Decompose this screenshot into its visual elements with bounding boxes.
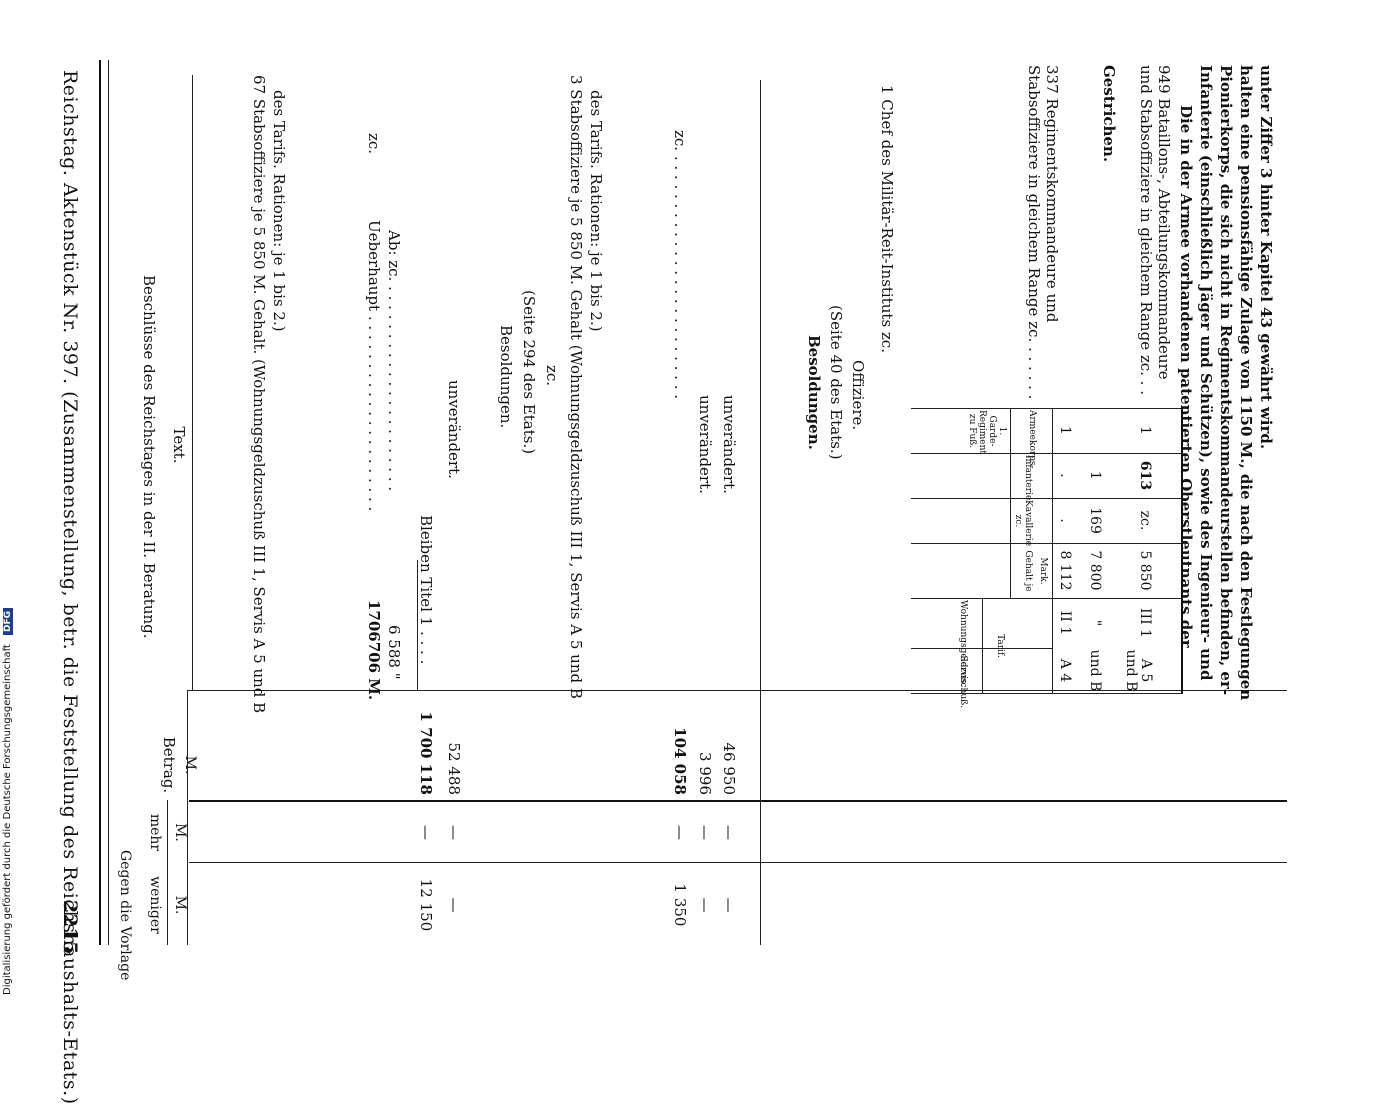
row-bleiben-mehr: — <box>417 825 435 840</box>
lower-table-head-infanterie: Infanterie. <box>1023 455 1033 504</box>
lower-table-head-tarif: Tarif. <box>995 634 1005 658</box>
lower-table-head-wohnung: Wohnungsgeldzuschuß. <box>958 600 968 709</box>
lower-table-head-servis: Servis. <box>958 655 968 687</box>
row-unv2-mehr: — <box>696 825 714 840</box>
row-bleiben: Bleiben Titel 1 . . . . <box>417 515 435 665</box>
col-text-sub: Text. <box>170 426 188 464</box>
row-unv3-weniger: — <box>720 897 738 913</box>
row-bes1-title: Besoldungen. <box>497 325 515 429</box>
row-unv1-betrag: 52 488 <box>445 742 463 796</box>
row-949-label: 949 Bataillons-, Abteilungskommandeure u… <box>1137 65 1173 395</box>
lower-table-head-garde: 1. Garde-Regiment zu Fuß. <box>967 410 1007 455</box>
note-line-4: halten eine pensionsfähige Zulage von 11… <box>1237 65 1255 701</box>
vorlage-rule <box>167 800 168 945</box>
col-mehr-currency: M. <box>172 823 188 842</box>
column-divider-betrag <box>189 800 1287 802</box>
header-rule <box>99 60 101 945</box>
row-bleiben-weniger: 12 150 <box>417 878 435 932</box>
col-text-heading: Beschlüsse des Reichstages in der II. Be… <box>140 275 158 639</box>
lt-r3-c5: III 1 <box>1137 608 1153 638</box>
col-weniger-heading: weniger <box>147 876 163 934</box>
row-zc2-mehr: — <box>671 825 689 840</box>
note-line-2: Infanterie (einschließlich Jäger und Sch… <box>1197 65 1215 681</box>
row-ueberhaupt-amount: 1706706 M. <box>365 600 383 701</box>
lt-r1-c4: 8 112 <box>1057 550 1073 591</box>
gestrichen-label: Gestrichen. <box>1100 65 1118 163</box>
digitization-stamp: Digitalisierung gefördert durch die Deut… <box>2 605 18 995</box>
dfg-logo: DFG <box>3 607 13 635</box>
lt-r3-c4: 5 850 <box>1137 550 1153 591</box>
row-bes2-title: Besoldungen. <box>805 335 823 450</box>
lower-table: 1. Garde-Regiment zu Fuß. Armeekorps. In… <box>911 408 1183 709</box>
row-unv1: unverändert. <box>445 380 463 479</box>
row-bes1-zc: zc. <box>543 365 561 387</box>
page-number: 2215 <box>59 900 81 955</box>
row-zc2: zc. . . . . . . . . . . . . . . . . . . … <box>671 130 689 400</box>
lt-r3-c1: 1 <box>1137 426 1153 435</box>
row-337-label: 337 Regimentskommandeure und Stabsoffizi… <box>1025 65 1061 400</box>
lower-table-head-mark: Mark. <box>1038 557 1048 585</box>
col-vorlage-heading: Gegen die Vorlage <box>117 850 133 981</box>
note-line-5: unter Ziffer 3 hinter Kapitel 43 gewährt… <box>1257 65 1275 450</box>
lt-r1-c5: II 1 <box>1057 610 1073 636</box>
lower-table-head-gehalt: Gehalt je <box>1023 550 1033 592</box>
row-1-chef: 1 Chef des Militär-Reit-Instituts zc. <box>878 85 896 353</box>
lt-r3-c6: A 5 und B <box>1123 649 1154 692</box>
row-zc2-betrag: 104 058 <box>671 727 689 795</box>
row-unv1-weniger: — <box>445 897 463 913</box>
lt-r1-c3: . <box>1057 518 1073 523</box>
row-bes2-page: (Seite 40 des Etats.) <box>827 305 845 460</box>
row-unv2-weniger: — <box>696 897 714 913</box>
column-rule-top-left <box>192 75 193 690</box>
note-line-1: Die in der Armee vorhandenen patentierte… <box>1177 105 1195 648</box>
lt-r2-c6: und B <box>1087 649 1103 692</box>
col-mehr-heading: mehr <box>147 813 163 852</box>
row-bleiben-betrag: 1 700 118 <box>417 711 435 795</box>
row-bes2-sub: Offiziere. <box>849 360 867 431</box>
row-unv1-mehr: — <box>445 825 463 840</box>
lt-r2-c3: 169 <box>1087 507 1103 534</box>
lt-r3-c3: zc. <box>1137 510 1153 531</box>
row-unv3-betrag: 46 950 <box>720 742 738 796</box>
lt-r1-c2: . <box>1057 473 1073 478</box>
row-3-line2: des Tarifs. Rationen: je 1 bis 2.) <box>587 90 605 332</box>
row-67-line2: des Tarifs. Rationen: je 1 bis 2.) <box>270 90 288 332</box>
row-unv3: unverändert. <box>720 395 738 494</box>
row-zc2-weniger: 1 350 <box>671 883 689 927</box>
header-rule-thin <box>108 60 109 945</box>
lower-table-head-kavallerie: Kavallerie zc. <box>1013 500 1033 547</box>
row-ab: Ab: zc. . . . . . . . . . . . . . . . . … <box>385 230 403 492</box>
lt-r1-c1: 1 <box>1057 426 1073 435</box>
lt-r2-c4: 7 800 <box>1087 550 1103 591</box>
row-ueberhaupt: Ueberhaupt . . . . . . . . . . . . . . .… <box>365 220 383 512</box>
lt-r3-c2: 613 <box>1137 460 1153 491</box>
row-3-line1: 3 Stabsoffiziere je 5 850 M. Gehalt (Woh… <box>567 75 585 699</box>
row-ab-amount: 6 588 " <box>385 625 403 680</box>
column-divider-mehr <box>189 862 1287 863</box>
row-unv3-mehr: — <box>720 825 738 840</box>
note-line-3: Pionierkorps, die sich nicht in Regiment… <box>1217 65 1235 696</box>
row-zc1: zc. <box>365 133 383 155</box>
section-rule <box>760 80 761 945</box>
row-unv2: unverändert. <box>696 395 714 494</box>
col-weniger-currency: M. <box>172 895 188 915</box>
row-67-line1: 67 Stabsoffiziere je 5 850 M. Gehalt. (W… <box>250 75 268 714</box>
col-betrag-heading: Betrag. <box>160 736 178 794</box>
digitization-text: Digitalisierung gefördert durch die Deut… <box>2 644 13 995</box>
col-betrag-currency: M. <box>182 755 198 775</box>
lt-r2-c2: 1 <box>1087 471 1103 480</box>
lower-table-head-armeekorps: Armeekorps. <box>1027 410 1037 469</box>
lt-r2-c5: " <box>1087 619 1103 627</box>
row-bes1-page: (Seite 294 des Etats.) <box>520 290 538 455</box>
row-unv2-betrag: 3 996 <box>696 752 714 795</box>
document-page: Reichstag. Aktenstück Nr. 397. (Zusammen… <box>59 60 1287 1105</box>
lt-r1-c6: A 4 <box>1057 658 1073 683</box>
